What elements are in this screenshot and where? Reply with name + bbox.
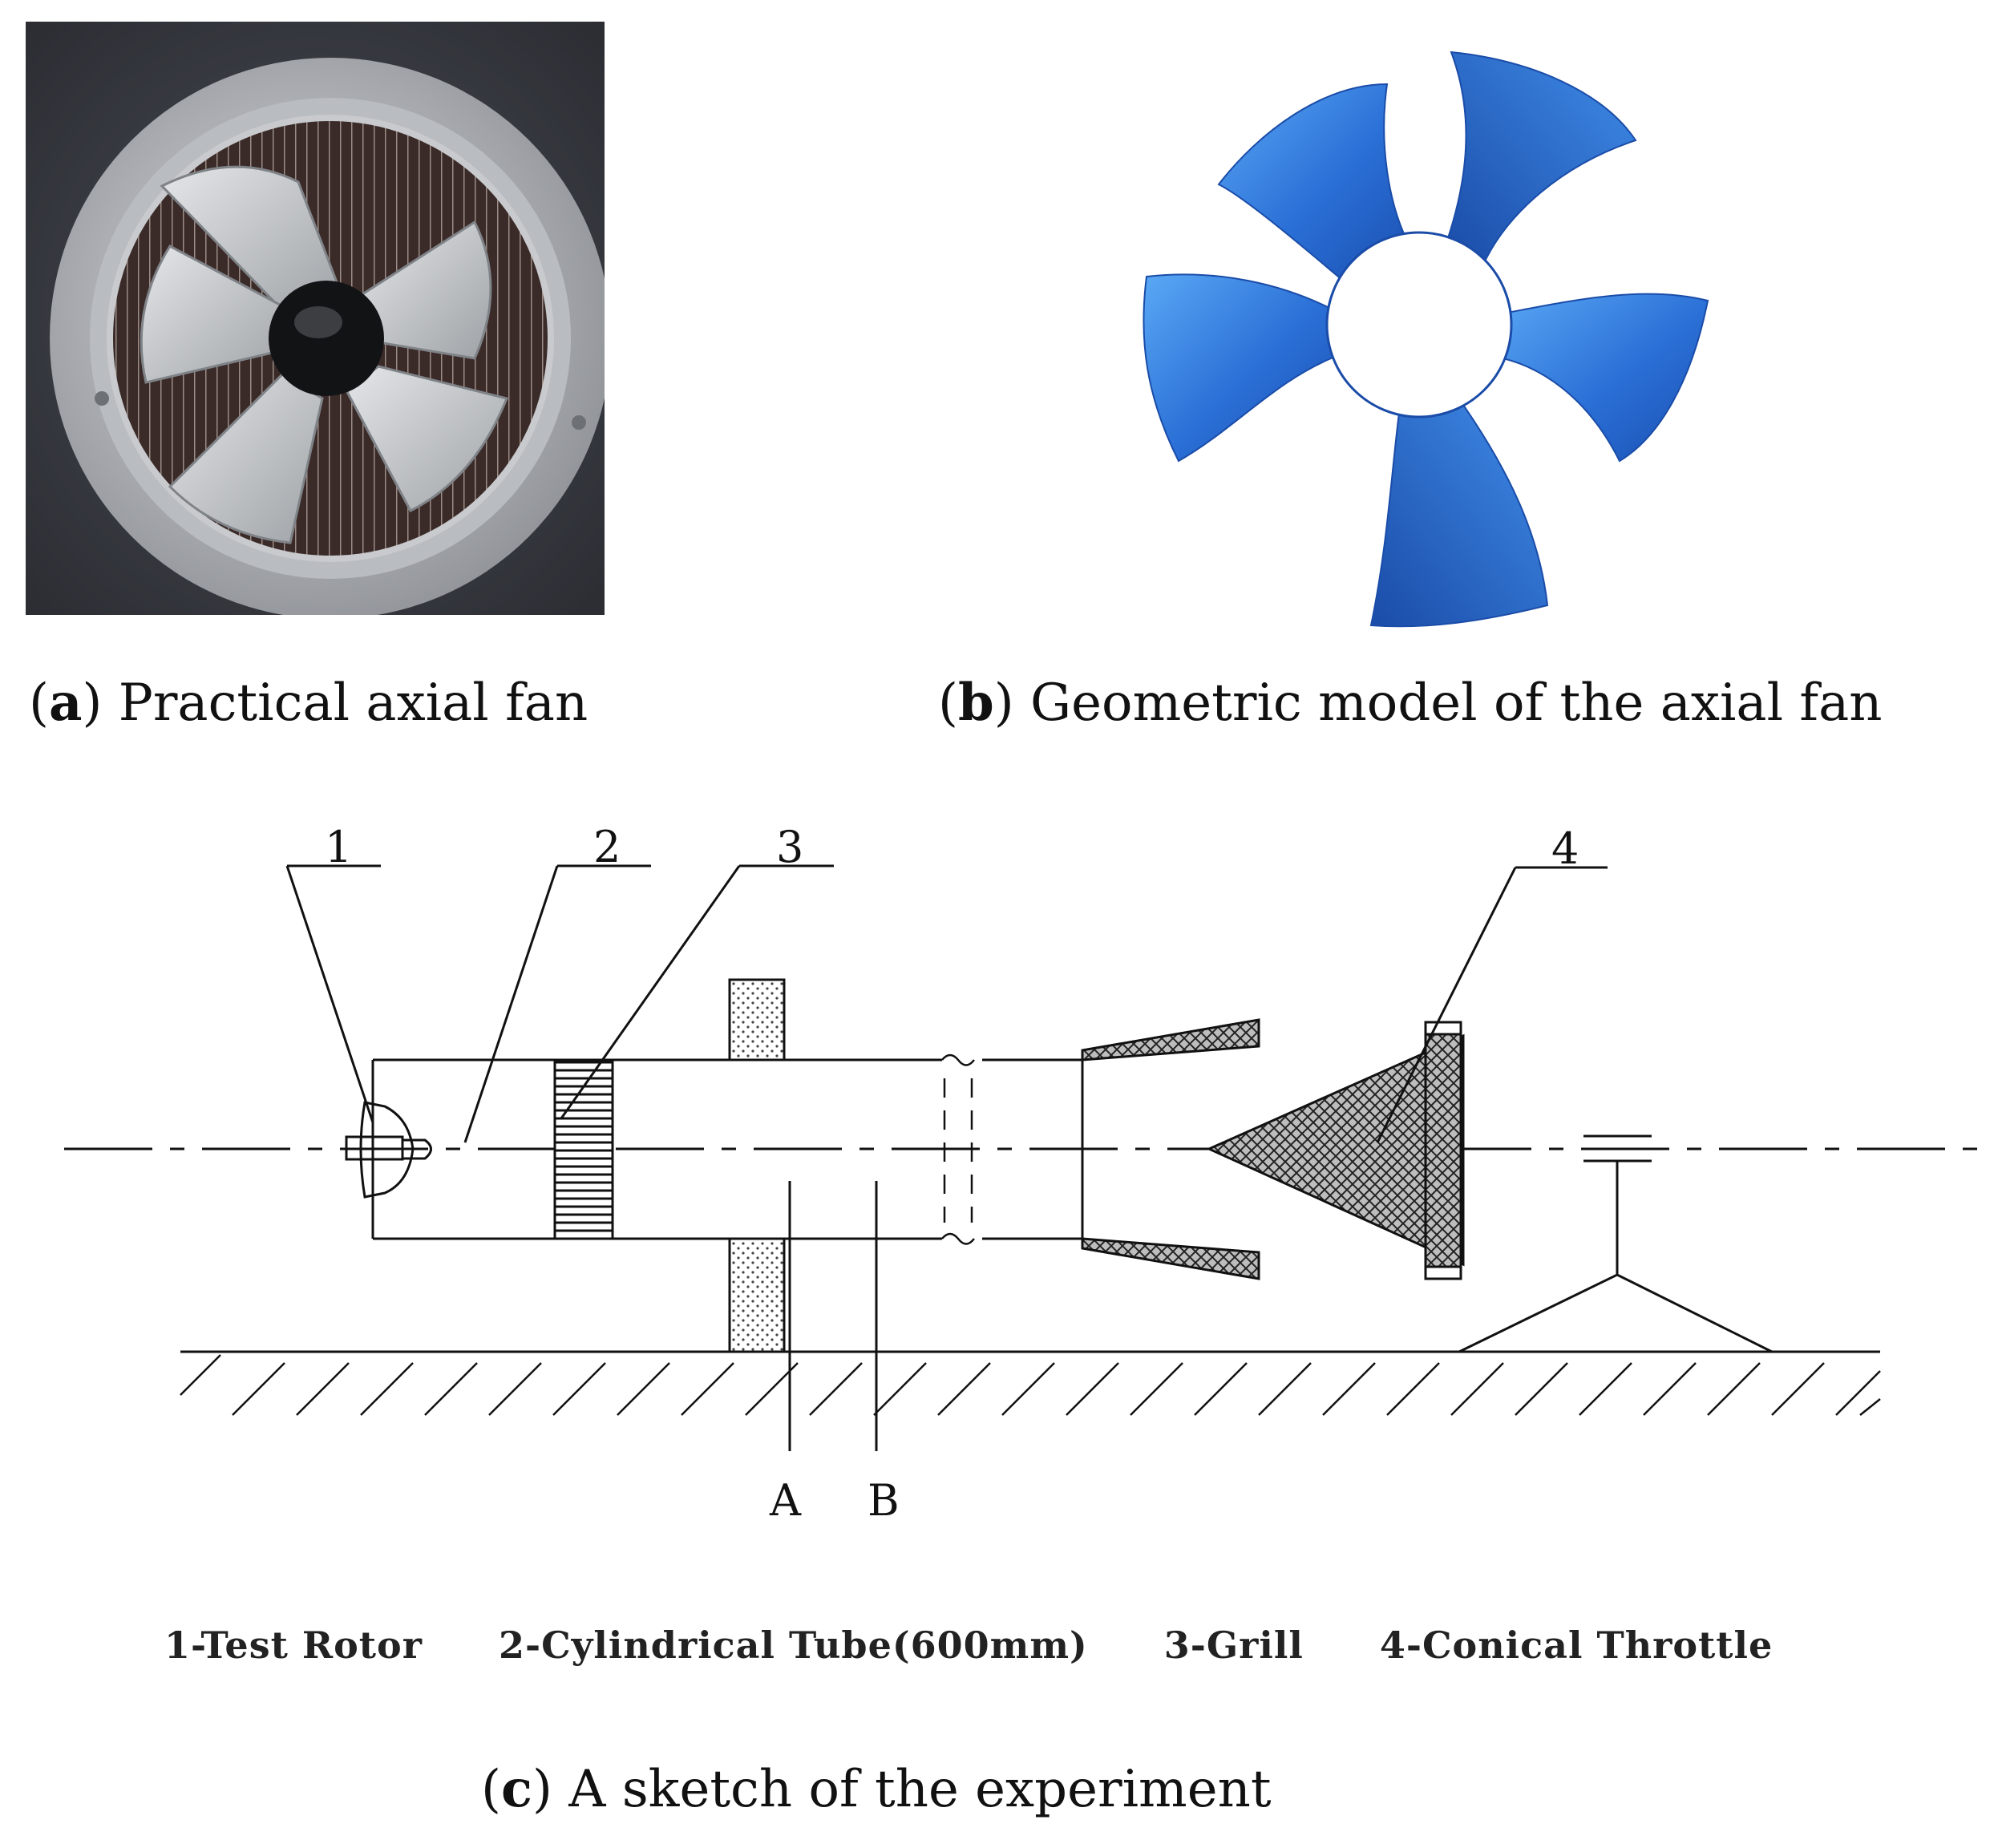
caption-c: (c) A sketch of the experiment (481, 1759, 1272, 1819)
fan-blade (1143, 273, 1337, 463)
fan-blade (1369, 403, 1549, 628)
experiment-sketch: 1 2 3 4 A B (64, 822, 1984, 1526)
callout-4: 4 (1551, 823, 1579, 874)
callout-2: 2 (593, 822, 621, 872)
legend-item-conical-throttle: 4-Conical Throttle (1379, 1624, 1774, 1667)
legend-item-test-rotor: 1-Test Rotor (164, 1624, 423, 1667)
ground-hatching (180, 1354, 1881, 1416)
section-label-a: A (769, 1475, 802, 1526)
fan-blade (1217, 83, 1413, 282)
caption-b: (b) Geometric model of the axial fan (938, 673, 1883, 733)
support-lower (728, 1237, 786, 1353)
throttle-stand (1458, 1134, 1773, 1353)
callout-3: 3 (776, 822, 803, 872)
geometric-fan-model (1143, 51, 1709, 628)
nozzle (1081, 1018, 1260, 1280)
grill (553, 1058, 614, 1240)
legend-item-grill: 3-Grill (1163, 1624, 1304, 1667)
leader-1 (285, 864, 381, 1123)
legend: 1-Test Rotor 2-Cylindrical Tube(600mm) 3… (164, 1624, 1835, 1667)
conical-throttle (1206, 1021, 1465, 1280)
leader-2 (463, 864, 651, 1143)
cylindrical-tube (371, 1058, 1082, 1240)
practical-axial-fan-photo (26, 22, 605, 615)
tube-break (941, 1053, 975, 1245)
callout-1: 1 (325, 822, 352, 872)
support-upper (728, 978, 786, 1061)
leader-3 (560, 864, 834, 1119)
fan-blade (1494, 293, 1709, 463)
test-rotor (345, 1101, 432, 1199)
legend-item-cylindrical-tube: 2-Cylindrical Tube(600mm) (498, 1624, 1088, 1667)
section-label-b: B (868, 1475, 900, 1526)
leader-4 (1376, 866, 1608, 1143)
caption-a: (a) Practical axial fan (29, 673, 588, 733)
fan-hub (1325, 231, 1513, 419)
fan-blade (1446, 51, 1637, 266)
